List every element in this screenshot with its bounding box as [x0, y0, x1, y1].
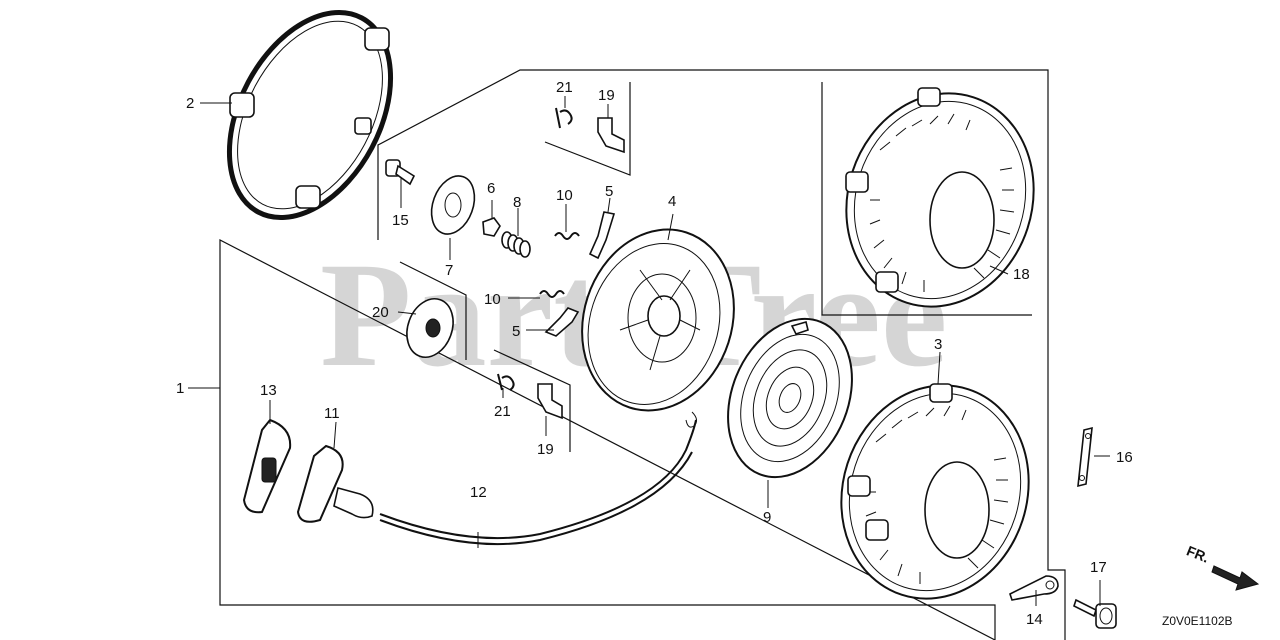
part-5-ratchet-top[interactable] — [588, 211, 616, 260]
callout-16: 16 — [1116, 449, 1133, 466]
part-8-spring[interactable] — [501, 231, 531, 258]
part-10-spring-top[interactable] — [554, 232, 580, 240]
callout-10-top: 10 — [556, 187, 573, 204]
callout-1: 1 — [176, 380, 184, 397]
callout-20: 20 — [372, 304, 389, 321]
callout-6: 6 — [487, 180, 495, 197]
diagram-code: Z0V0E1102B — [1162, 614, 1233, 628]
callouts: 2 1 4 3 18 9 12 16 17 14 15 7 6 8 10 5 2… — [176, 79, 1133, 628]
bracket-19-21-top — [544, 82, 631, 176]
part-4-reel[interactable] — [559, 210, 757, 431]
part-19-guide-bottom[interactable] — [537, 383, 563, 420]
part-14-pawl[interactable] — [1009, 575, 1059, 601]
callout-5-top: 5 — [605, 183, 613, 200]
callout-8: 8 — [513, 194, 521, 211]
callout-15: 15 — [392, 212, 409, 229]
part-6-nut[interactable] — [482, 217, 501, 237]
callout-17: 17 — [1090, 559, 1107, 576]
callout-14: 14 — [1026, 611, 1043, 628]
callout-5-mid: 5 — [512, 323, 520, 340]
callout-12: 12 — [470, 484, 487, 501]
leader-lines — [188, 96, 1110, 606]
bracket-20 — [399, 261, 467, 360]
callout-18: 18 — [1013, 266, 1030, 283]
part-20-ratchet-hub[interactable] — [399, 292, 461, 363]
part-3-starter-case[interactable] — [814, 361, 1056, 623]
callout-7: 7 — [445, 262, 453, 279]
part-2-gasket[interactable] — [197, 0, 424, 245]
part-9-recoil-spring[interactable] — [706, 300, 875, 496]
callout-2: 2 — [186, 95, 194, 112]
part-13-handle-cover[interactable] — [242, 418, 292, 514]
callout-11: 11 — [324, 405, 340, 422]
callout-19-top: 19 — [598, 87, 615, 104]
part-21-clip-bottom[interactable] — [497, 373, 515, 391]
part-16-bracket[interactable] — [1077, 426, 1093, 488]
part-5-ratchet-mid[interactable] — [544, 307, 580, 337]
part-19-guide-top[interactable] — [597, 117, 625, 154]
part-12-starter-rope[interactable] — [379, 411, 698, 546]
arrow-right-icon — [1211, 565, 1260, 591]
part-10-spring-mid[interactable] — [539, 290, 565, 298]
part-15-bolt[interactable] — [385, 159, 416, 186]
part-11-starter-grip[interactable] — [296, 444, 374, 523]
callout-13: 13 — [260, 382, 277, 399]
assembly-boundary — [219, 69, 1066, 640]
callout-3: 3 — [934, 336, 942, 353]
front-direction-indicator: FR. — [1184, 542, 1260, 591]
callout-9: 9 — [763, 509, 771, 526]
callout-19-bottom: 19 — [537, 441, 554, 458]
box-part-18 — [821, 82, 1032, 316]
part-18-starter-case[interactable] — [819, 69, 1061, 331]
part-7-friction-plate[interactable] — [424, 170, 482, 240]
part-21-clip-top[interactable] — [555, 107, 573, 129]
part-17-bolt[interactable] — [1073, 598, 1117, 629]
direction-label: FR. — [1184, 542, 1211, 565]
callout-21-top: 21 — [556, 79, 573, 96]
bracket-19-21-bottom — [493, 349, 571, 452]
callout-4: 4 — [668, 193, 676, 210]
callout-10-mid: 10 — [484, 291, 501, 308]
callout-21-bottom: 21 — [494, 403, 511, 420]
